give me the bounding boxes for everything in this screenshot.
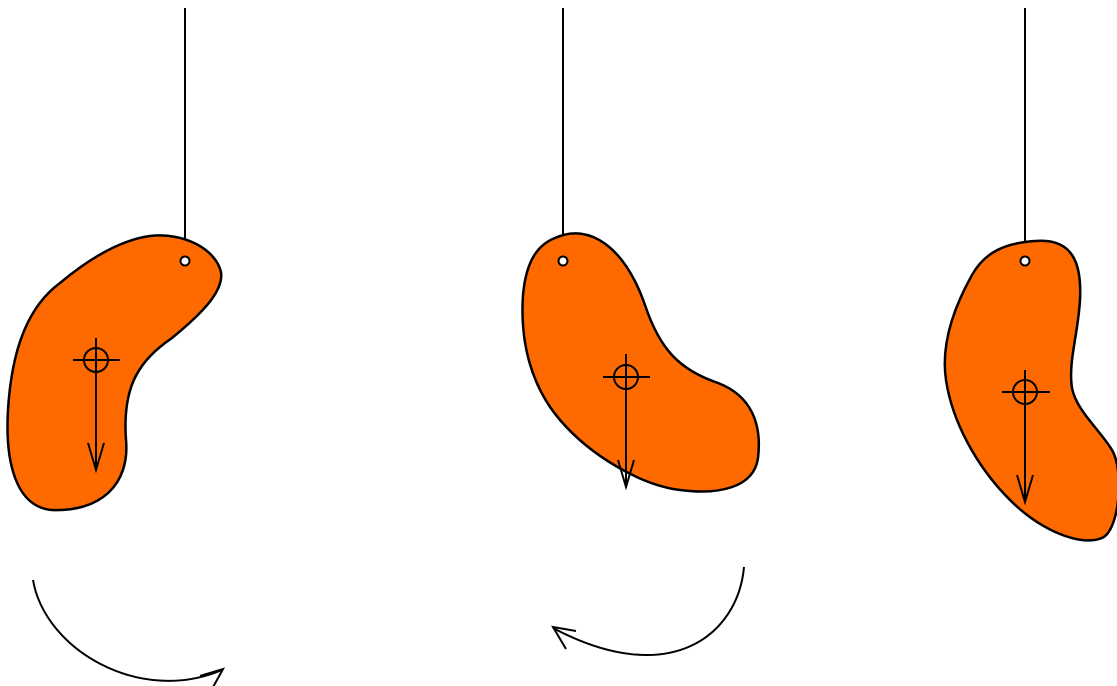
irregular-body [521, 232, 760, 493]
counterclockwise-rotation-arrow [551, 566, 745, 656]
clockwise-rotation-arrow [32, 579, 226, 686]
gravity-arrow [1016, 392, 1034, 506]
pivot-point [179, 255, 191, 267]
irregular-body [943, 239, 1117, 542]
pivot-point [1019, 255, 1031, 267]
panel-1 [6, 8, 226, 686]
gravity-arrow [87, 360, 105, 474]
irregular-body [6, 234, 223, 512]
panel-2 [521, 8, 760, 656]
pivot-point [557, 255, 569, 267]
gravity-arrow [617, 377, 635, 491]
panel-3 [943, 8, 1117, 542]
